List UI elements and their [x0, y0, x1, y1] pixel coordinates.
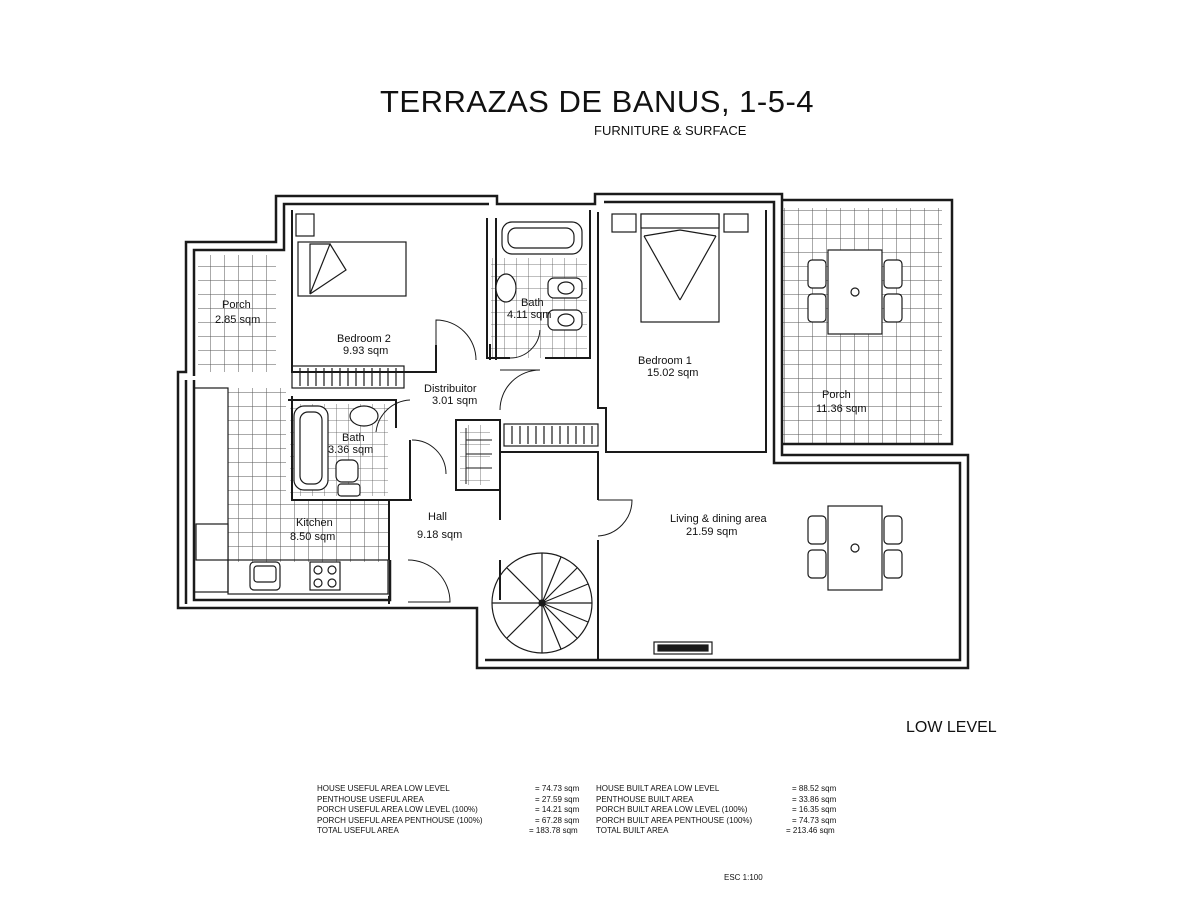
built-area-row: HOUSE BUILT AREA LOW LEVEL= 88.52 sqm [596, 784, 837, 793]
porch-left-area: 2.85 sqm [215, 314, 260, 326]
kitchen-floor-lower [228, 500, 388, 562]
bedroom2-area: 9.93 sqm [343, 345, 388, 357]
built-area-row: TOTAL BUILT AREA= 213.46 sqm [596, 826, 835, 835]
living-area: 21.59 sqm [686, 526, 737, 538]
hall-area: 9.18 sqm [417, 529, 462, 541]
kitchen-floor [228, 388, 286, 514]
bath-mid-area: 3.36 sqm [328, 444, 373, 456]
useful-area-row: TOTAL USEFUL AREA= 183.78 sqm [317, 826, 578, 835]
porch-left-name: Porch [222, 299, 251, 311]
wardrobe-bedroom2 [291, 365, 405, 389]
useful-area-row: HOUSE USEFUL AREA LOW LEVEL= 74.73 sqm [317, 784, 580, 793]
kitchen-area: 8.50 sqm [290, 531, 335, 543]
kitchen-name: Kitchen [296, 517, 333, 529]
closet-shelves [465, 428, 492, 484]
hall-name: Hall [428, 511, 447, 523]
distributor-area: 3.01 sqm [432, 395, 477, 407]
living-name: Living & dining area [670, 513, 768, 525]
bath-mid-fixtures [293, 405, 379, 497]
bed-single [295, 213, 407, 297]
wardrobe-bedroom1 [503, 423, 599, 447]
built-area-row: PORCH BUILT AREA PENTHOUSE (100%)= 74.73… [596, 815, 837, 825]
bath-top-area: 4.11 sqm [507, 309, 551, 321]
distributor-name: Distribuitor [424, 383, 477, 395]
useful-area-row: PORCH USEFUL AREA PENTHOUSE (100%)= 67.2… [317, 815, 580, 825]
porch-right-area: 11.36 sqm [816, 403, 867, 415]
door-swings [375, 319, 633, 603]
bedroom1-name: Bedroom 1 [638, 355, 692, 367]
level-label: LOW LEVEL [906, 719, 997, 736]
plan-title: TERRAZAS DE BANUS, 1-5-4 [380, 84, 815, 119]
bedroom2-name: Bedroom 2 [337, 333, 391, 345]
bath-top-name: Bath [521, 297, 544, 309]
built-area-table: HOUSE BUILT AREA LOW LEVEL= 88.52 sqm PE… [596, 784, 856, 837]
porch-left-floor [198, 255, 276, 372]
built-area-row: PORCH BUILT AREA LOW LEVEL (100%)= 16.35… [596, 805, 837, 814]
spiral-staircase [491, 552, 593, 654]
closet-floor [460, 425, 490, 485]
bed-double [611, 213, 749, 323]
scale-label: ESC 1:100 [724, 873, 763, 882]
kitchen-fixtures [193, 387, 389, 595]
built-area-row: PENTHOUSE BUILT AREA= 33.86 sqm [596, 794, 837, 804]
bath-top-fixtures [495, 221, 583, 331]
porch-right-name: Porch [822, 389, 851, 401]
dining-table-porch [807, 249, 903, 335]
dining-table-living [807, 505, 903, 591]
useful-area-row: PORCH USEFUL AREA LOW LEVEL (100%)= 14.2… [317, 805, 580, 814]
useful-area-row: PENTHOUSE USEFUL AREA= 27.59 sqm [317, 794, 580, 804]
useful-area-table: HOUSE USEFUL AREA LOW LEVEL= 74.73 sqm P… [317, 784, 587, 837]
bath-mid-name: Bath [342, 432, 365, 444]
plan-subtitle: FURNITURE & SURFACE [594, 123, 747, 138]
bedroom1-area: 15.02 sqm [647, 367, 698, 379]
fireplace-unit [653, 641, 713, 655]
